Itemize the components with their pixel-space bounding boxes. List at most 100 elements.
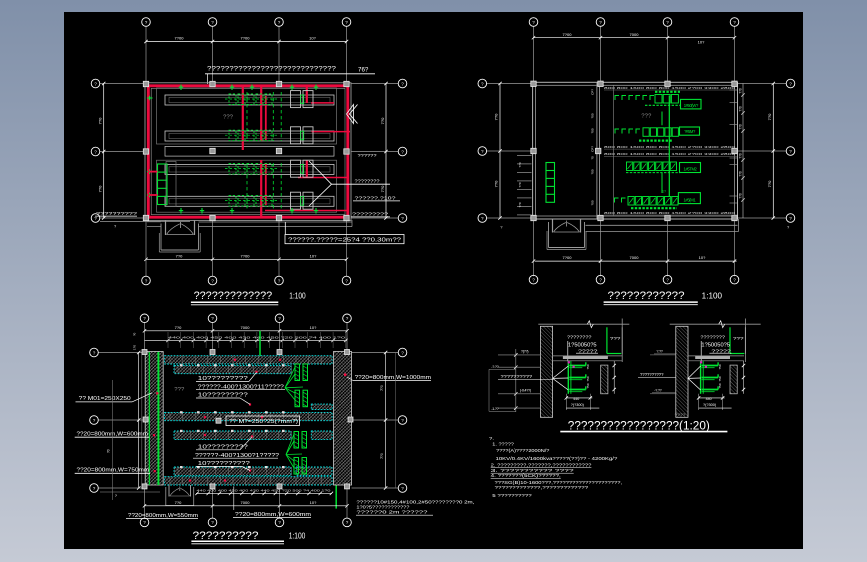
- svg-text:?: ?: [145, 20, 148, 25]
- svg-text:?: ?: [346, 316, 349, 321]
- svg-text:?: ?: [789, 81, 792, 86]
- svg-text:7?0: 7?0: [767, 180, 772, 187]
- svg-text:?????: ?????: [578, 348, 598, 353]
- svg-text:??0: ??0: [739, 193, 743, 199]
- svg-text:?? M?=250?25(?mm?): ?? M?=250?25(?mm?): [229, 419, 298, 425]
- svg-text:7000: 7000: [241, 325, 251, 330]
- svg-text:?: ?: [93, 350, 96, 355]
- svg-text:?: ?: [401, 350, 404, 355]
- svg-text:??0: ??0: [518, 182, 522, 187]
- svg-text:10?: 10?: [310, 500, 317, 505]
- svg-text:?: ?: [115, 493, 118, 498]
- svg-text:7?0: 7?0: [494, 180, 499, 187]
- svg-text:????: ????: [675, 413, 686, 417]
- svg-text:10KV/0.4KV/1600kva?????(??)??: 10KV/0.4KV/1600kva?????(??)?? - 4200Kg/?: [496, 456, 618, 462]
- svg-text:??????????: ??????????: [193, 530, 259, 542]
- svg-text:??????-400?1300?1?????: ??????-400?1300?1?????: [195, 453, 279, 459]
- svg-text:?: ?: [211, 316, 214, 321]
- svg-text:?: ?: [278, 278, 281, 283]
- svg-text:10??????????: 10??????????: [198, 461, 250, 467]
- svg-text:CP?: CP?: [591, 89, 595, 95]
- svg-text:?: ?: [278, 316, 281, 321]
- svg-text:?50: ?50: [586, 376, 590, 381]
- svg-text:1?50050?5: 1?50050?5: [701, 343, 730, 349]
- svg-text:??20=800mm,W=600mm: ??20=800mm,W=600mm: [235, 512, 311, 518]
- svg-text:??0: ??0: [739, 171, 743, 177]
- svg-text:?00: ?00: [591, 169, 595, 174]
- svg-text:??????0 2m ??????: ??????0 2m ??????: [356, 510, 428, 515]
- svg-text:10?: 10?: [310, 325, 317, 330]
- svg-text:-?.??: -?.??: [491, 365, 498, 369]
- svg-text:?: ?: [93, 486, 96, 491]
- svg-text:?50: ?50: [718, 364, 722, 369]
- svg-text:??0: ??0: [518, 162, 522, 167]
- svg-text:??20=800mm,W=550mm: ??20=800mm,W=550mm: [128, 513, 198, 519]
- svg-text:?: ?: [143, 520, 146, 525]
- svg-text:7?0: 7?0: [380, 117, 385, 124]
- svg-text:?: ?: [733, 20, 736, 25]
- svg-text:??????.?????=25?4 ??0.30m??: ??????.?????=25?4 ??0.30m??: [288, 238, 401, 244]
- svg-text:7?0: 7?0: [380, 453, 384, 459]
- svg-text:?: ?: [145, 278, 148, 283]
- svg-text:???: ???: [733, 336, 744, 341]
- svg-text:?50: ?50: [718, 383, 722, 388]
- svg-text:?: ?: [787, 225, 790, 230]
- svg-text:?: ?: [94, 149, 97, 154]
- svg-text:?00: ?00: [591, 113, 595, 118]
- svg-text:800 800 1600 800 800 1500 2?00: 800 800 1600 800 800 1500 2?00 3300 2800: [604, 152, 736, 156]
- svg-text:(-0.4??): (-0.4??): [520, 389, 532, 393]
- svg-text:??????-400?1300?11?????: ??????-400?1300?11?????: [198, 384, 284, 390]
- svg-text:?50: ?50: [718, 376, 722, 381]
- svg-text:??????????: ??????????: [640, 372, 664, 377]
- svg-text:7?0: 7?0: [98, 185, 103, 192]
- svg-text:??????10#150,4#100,2#50???????: ??????10#150,4#100,2#50????????0 2m,: [356, 500, 474, 505]
- svg-text:5 ??????????: 5 ??????????: [492, 493, 532, 499]
- svg-text:CP?: CP?: [591, 146, 595, 152]
- svg-text:?(?300): ?(?300): [703, 403, 717, 407]
- svg-text:?: ?: [500, 225, 503, 230]
- svg-text:?: ?: [481, 81, 484, 86]
- svg-text:??0: ??0: [739, 124, 743, 130]
- svg-text:7000: 7000: [630, 255, 640, 260]
- svg-text:?: ?: [401, 486, 404, 491]
- svg-text:7?0: 7?0: [175, 325, 182, 330]
- svg-text:?: ?: [143, 316, 146, 321]
- svg-text:??20=800mm,W=1000mm: ??20=800mm,W=1000mm: [355, 375, 431, 381]
- svg-text:440 400 400 450 400 430 440 45: 440 400 400 450 400 430 440 450 ?20 500 …: [197, 489, 332, 493]
- svg-text:????(A)????2000N/?: ????(A)????2000N/?: [496, 448, 550, 454]
- svg-text:?????????????????????????????: ?????????????????????????????: [207, 67, 337, 73]
- svg-text:1?0: 1?0: [133, 345, 137, 350]
- svg-text:?: ?: [666, 277, 669, 282]
- svg-text:?50: ?50: [586, 383, 590, 388]
- svg-text:?: ?: [211, 520, 214, 525]
- svg-text:10?: 10?: [698, 40, 705, 45]
- svg-text:??????.?10?: ??????.?10?: [355, 195, 396, 201]
- svg-text:7?0: 7?0: [380, 185, 385, 192]
- svg-text:1?: 1?: [662, 190, 666, 194]
- svg-text:?50: ?50: [586, 364, 590, 369]
- svg-text:?: ?: [789, 216, 792, 221]
- svg-text:??0: ??0: [739, 106, 743, 112]
- svg-text:?.: ?.: [489, 436, 494, 442]
- svg-text:-1.??: -1.??: [491, 407, 498, 411]
- svg-text:440 400 400 450 400 430 440 45: 440 400 400 450 400 430 440 450 ?20 500 …: [168, 335, 346, 339]
- svg-text:440: 440: [706, 397, 712, 401]
- svg-text:7?00: 7?00: [563, 32, 573, 37]
- svg-text:??0: ??0: [518, 202, 522, 207]
- svg-text:1:100: 1:100: [702, 292, 723, 301]
- svg-text:7?0: 7?0: [494, 113, 499, 120]
- svg-text:10?????????: 10?????????: [198, 393, 248, 399]
- svg-text:???: ???: [641, 113, 651, 119]
- svg-text:?????????????????(1:20): ?????????????????(1:20): [568, 420, 710, 432]
- svg-text:800 800 1600 800 800 1500 2?00: 800 800 1600 800 800 1500 2?00 3300 2800: [604, 86, 736, 90]
- svg-text:??????????: ??????????: [96, 211, 137, 217]
- svg-text:?: ?: [532, 277, 535, 282]
- svg-text:?????????????: ?????????????: [194, 290, 273, 302]
- svg-text:7?0: 7?0: [176, 253, 183, 258]
- svg-text:1#5TM2: 1#5TM2: [684, 167, 698, 172]
- svg-text:?0: ?0: [133, 332, 137, 336]
- svg-text:?: ?: [401, 418, 404, 423]
- svg-text:4. ???????(5CK)??????,: 4. ???????(5CK)??????,: [491, 473, 561, 479]
- svg-text:?00: ?00: [591, 200, 595, 205]
- svg-text:????????: ????????: [355, 178, 380, 184]
